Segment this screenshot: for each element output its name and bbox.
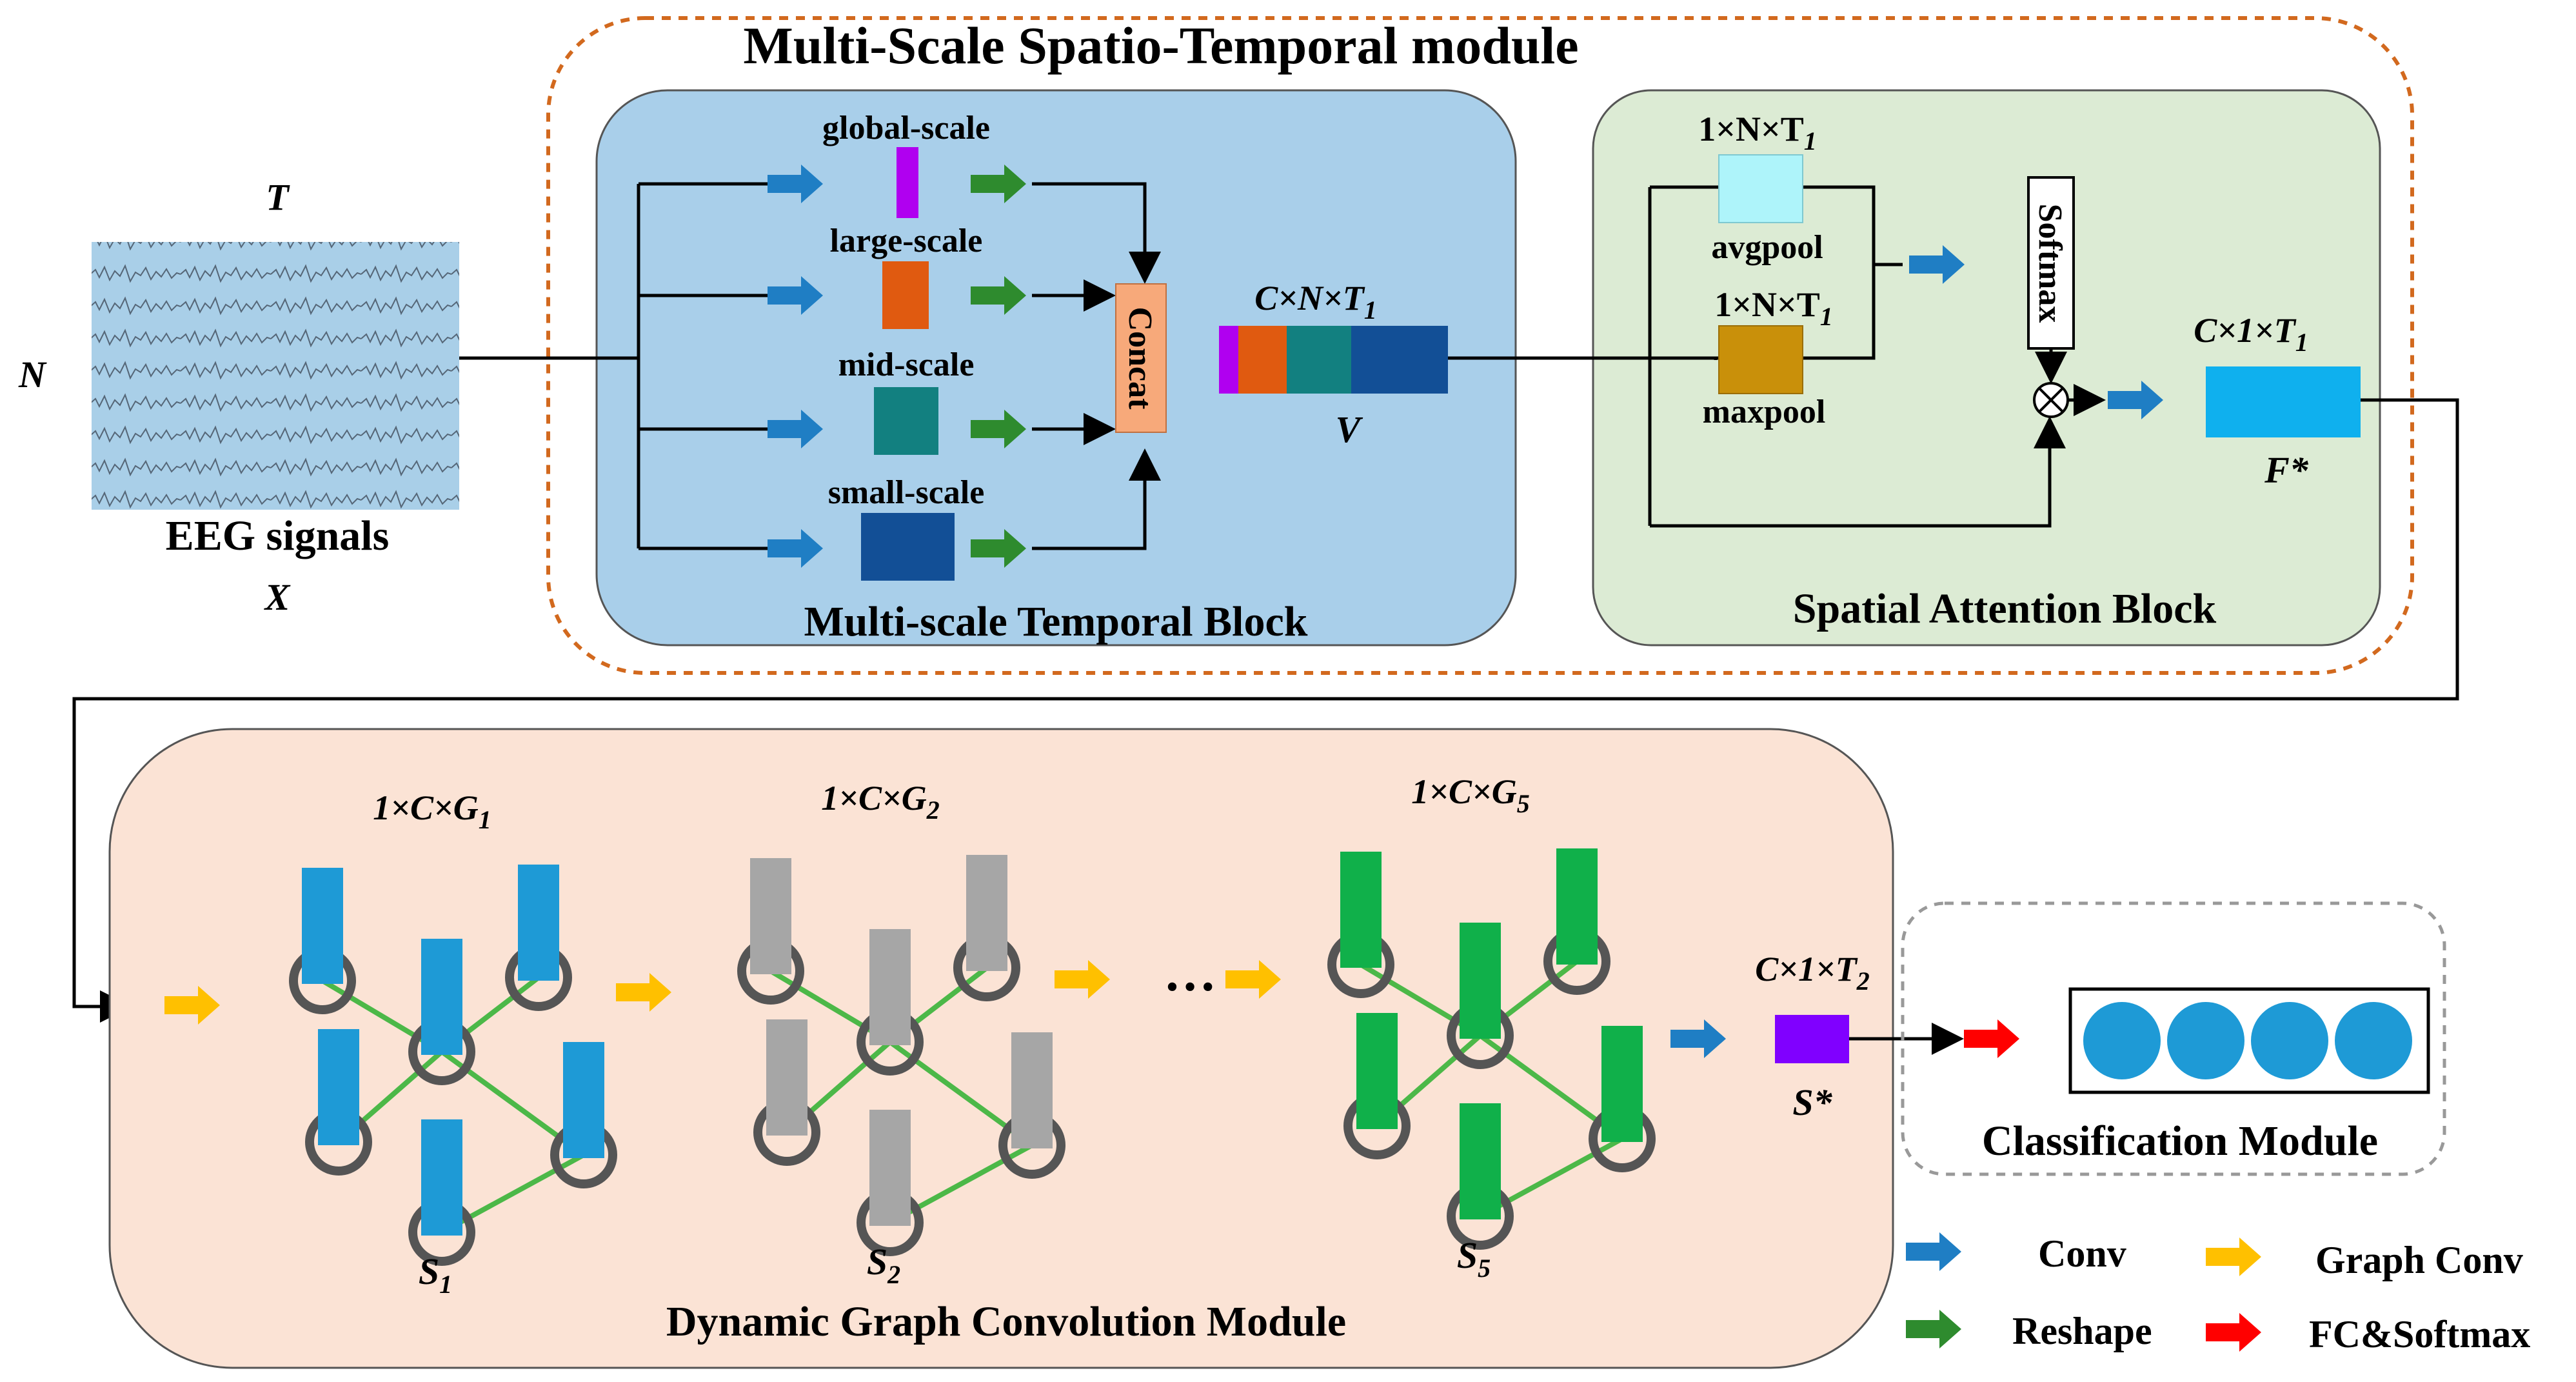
attention-block [1592,89,2381,646]
sstar-label: S* [1792,1081,1832,1123]
spatio-temporal-module-border [546,16,2414,675]
attention-input-lines [1448,185,2066,528]
feature-small [861,513,955,581]
graph-3-dimension: 1×C×G5 [1411,772,1530,818]
classification-title: Classification Module [1982,1117,2378,1165]
legend-graph-conv-icon [2206,1237,2261,1276]
legend-reshape-icon [1906,1310,1961,1348]
fstar-label: F* [2264,449,2309,491]
graph-node-feature [518,865,559,981]
scale-label-small: small-scale [828,474,985,511]
legend-conv-icon [1906,1232,1961,1271]
graph-2-name: S2 [867,1241,900,1289]
multiply-cross-b [2038,387,2064,413]
v-segment-global [1219,326,1238,394]
graph-node-feature [1601,1026,1643,1142]
feature-mid [874,387,938,455]
graph-node-feature [421,939,462,1055]
maxpool-label: maxpool [1703,394,1826,430]
sstar-feature [1775,1015,1849,1063]
graph-node-feature [563,1042,604,1158]
graph-node-feature [1011,1032,1053,1148]
temporal-block [595,89,1517,646]
graph-module-title: Dynamic Graph Convolution Module [666,1298,1346,1345]
graph-node-feature [750,858,791,974]
classification-nodes [2083,1002,2412,1079]
graph-node-feature [1356,1013,1398,1129]
graph-ellipsis: … [1164,943,1216,1002]
graph-node-feature [966,855,1007,971]
legend: Conv Graph Conv Reshape FC&Softmax [1906,1232,2530,1356]
v-label: V [1336,408,1363,450]
fstar-dimension: C×1×T1 [2194,311,2308,357]
v-segment-mid [1287,326,1351,394]
graph-node-feature [766,1019,807,1136]
eeg-axis-x: X [264,576,291,618]
avgpool-dimension: 1×N×T1 [1698,110,1817,155]
scale-label-large: large-scale [830,223,983,259]
eeg-axis-t: T [266,176,290,218]
temporal-block-title: Multi-scale Temporal Block [804,598,1308,645]
graph-3-name: S5 [1457,1234,1491,1283]
softmax-label: Softmax [2032,204,2068,323]
graph-node-feature [421,1119,462,1236]
graph-node-feature [318,1029,359,1145]
graph-node-feature [1340,852,1382,968]
graph-1-name: S1 [419,1250,452,1299]
eeg-label: EEG signals [166,512,390,559]
eeg-axis-n: N [18,354,47,396]
eeg-branch-lines [459,182,768,550]
maxpool-feature [1718,325,1803,394]
graph-2-dimension: 1×C×G2 [821,779,940,825]
scale-label-global: global-scale [822,110,990,146]
legend-graph-conv-label: Graph Conv [2315,1239,2523,1281]
classification-node [2251,1002,2328,1079]
graph-node-feature [869,929,911,1045]
graph-node-feature [869,1110,911,1226]
legend-fc-softmax-icon [2206,1313,2261,1352]
module-connector-line [72,398,2459,1023]
legend-fc-softmax-label: FC&Softmax [2309,1313,2530,1356]
graph-1-dimension: 1×C×G1 [373,788,491,834]
graph-node-feature [1556,848,1598,965]
v-segment-small [1351,326,1448,394]
v-dimension: C×N×T1 [1254,279,1377,325]
graph-node-feature [1460,1103,1501,1219]
scale-label-mid: mid-scale [838,346,975,383]
v-segment-large [1238,326,1287,394]
avgpool-feature [1718,154,1803,223]
fstar-feature [2206,366,2361,437]
maxpool-dimension: 1×N×T1 [1714,285,1833,331]
module-title: Multi-Scale Spatio-Temporal module [743,16,1578,75]
classification-node [2335,1002,2412,1079]
feature-global [897,147,918,218]
legend-reshape-label: Reshape [2012,1310,2152,1352]
concat-label: Concat [1122,307,1158,410]
legend-conv-label: Conv [2038,1232,2126,1275]
classification-module [1901,901,2446,1176]
fc-softmax-arrow [1964,1019,2019,1058]
classification-node [2167,1002,2244,1079]
classification-node [2083,1002,2161,1079]
attention-block-title: Spatial Attention Block [1793,585,2217,632]
graph-node-feature [1460,923,1501,1039]
feature-large [882,261,929,329]
concat-box [1115,283,1167,433]
sstar-dimension: C×1×T2 [1755,950,1870,996]
eeg-signals-image [92,242,459,510]
concat-input-lines [1032,182,1161,550]
avgpool-label: avgpool [1711,229,1823,266]
graph-node-feature [302,868,343,984]
